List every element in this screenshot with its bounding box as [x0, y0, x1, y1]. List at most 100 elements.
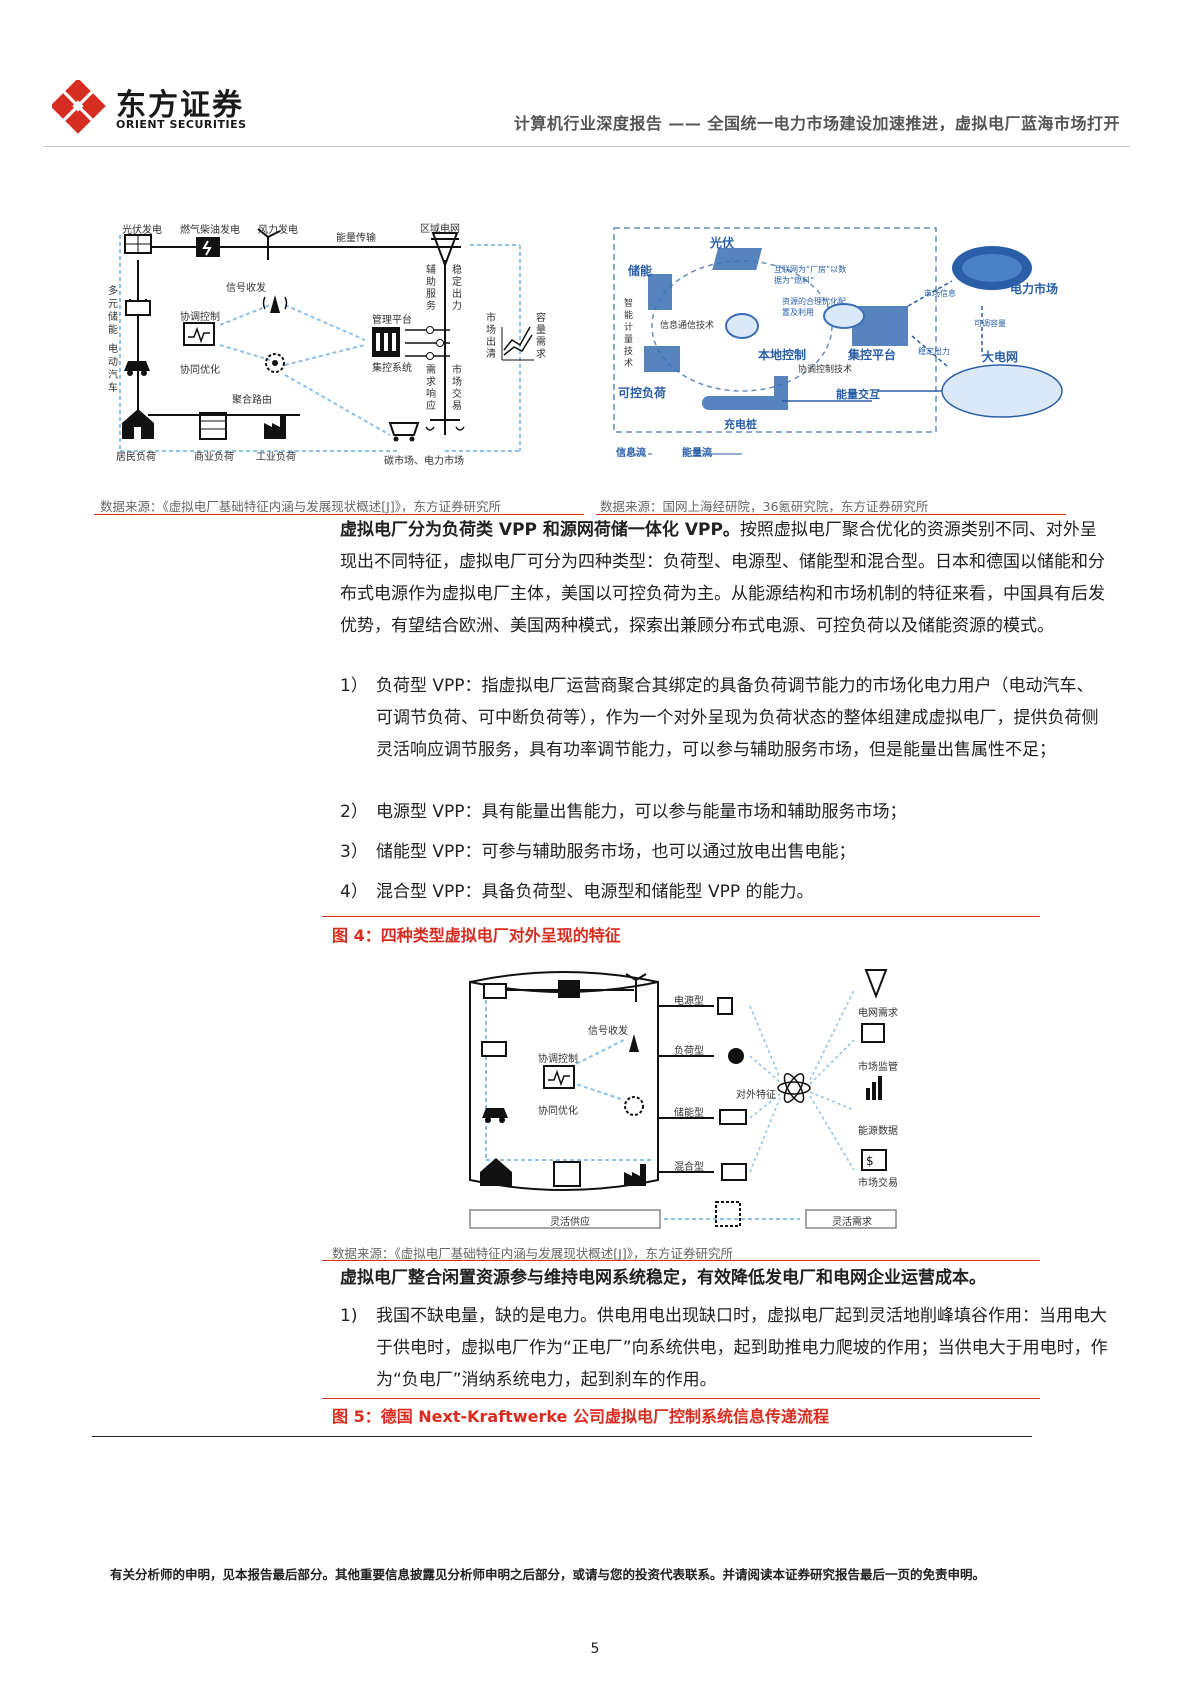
storage-cabinet-icon [648, 274, 672, 310]
house-icon [122, 409, 154, 439]
f4-label-power-type: 电源型 [674, 996, 704, 1007]
label-market-info: 市场信息 [924, 289, 956, 298]
label-aggregate: 聚合路由 [232, 395, 272, 406]
f4-solar-icon [483, 983, 507, 999]
source-divider-right [596, 514, 1066, 515]
f4-label-coord-ctrl: 协调控制 [538, 1054, 578, 1065]
list-item-num: 3） [340, 842, 368, 862]
flow-svg [613, 227, 1063, 455]
label-central: 集控系统 [372, 363, 412, 374]
list-item-text: 电源型 VPP：具有能量出售能力，可以参与能量市场和辅助服务市场； [376, 802, 907, 822]
section1-lead: 虚拟电厂分为负荷类 VPP 和源网荷储一体化 VPP。 [340, 520, 740, 540]
list-item-num: 1) [340, 1306, 358, 1326]
list-item: 3） 储能型 VPP：可参与辅助服务市场，也可以通过放电出售电能； [340, 836, 1110, 868]
label-market-clear: 市场出清 [486, 313, 496, 360]
label-res: 居民负荷 [116, 452, 156, 463]
label-storage: 多元储能 [108, 286, 118, 336]
f4-tower-icon [864, 969, 888, 999]
server-icon [372, 327, 400, 357]
label-solar: 光伏发电 [122, 225, 162, 236]
source-divider-left [94, 514, 584, 515]
label-info-tech: 信息通信技术 [660, 321, 715, 331]
list-item-num: 4） [340, 882, 368, 902]
f4-mixed-icon [721, 1163, 747, 1181]
label-stable: 稳定出力 [452, 265, 462, 312]
report-title: 计算机行业深度报告 —— 全国统一电力市场建设加速推进，虚拟电厂蓝海市场打开 [513, 114, 1120, 133]
generator-icon [196, 237, 220, 257]
building-icon [199, 412, 227, 440]
scale-icon [425, 415, 465, 435]
car-charge-icon [702, 396, 782, 410]
charger-icon [774, 376, 788, 410]
list-item: 4） 混合型 VPP：具备负荷型、电源型和储能型 VPP 的能力。 [340, 876, 1110, 908]
section1-body: 按照虚拟电厂聚合优化的资源类别不同、对外呈现出不同特征，虚拟电厂可分为四种类型：… [340, 520, 1105, 636]
battery-icon [125, 299, 151, 316]
f4-factory-icon [624, 1164, 646, 1186]
header-divider [44, 146, 1130, 147]
figure-right-diagram: 光伏 储能 智能计量技术 互联网为“厂房”以数据为“燃料” 资源的合理优化配置及… [612, 226, 1082, 466]
label-central-r: 集控平台 [848, 348, 897, 362]
f4-label-load-type: 负荷型 [674, 1046, 704, 1057]
gear-icon [265, 353, 285, 373]
label-coord-ctrl: 协调控制 [180, 312, 220, 323]
label-smart: 智能计量技术 [624, 299, 634, 369]
label-gas: 燃气柴油发电 [180, 225, 240, 236]
label-coord-tech: 协调控制技术 [798, 365, 853, 375]
figure5-top-rule [322, 1398, 1040, 1399]
label-coord-opt: 协同优化 [180, 365, 220, 376]
figure4-source: 数据来源：《虚拟电厂基础特征内涵与发展现状概述[J]》，东方证券研究所 [332, 1246, 733, 1261]
label-optimize: 资源的合理优化配置及利用 [782, 297, 846, 317]
page-number: 5 [590, 1641, 600, 1657]
topology-svg [119, 228, 534, 452]
f4-label-signal: 信号收发 [588, 1026, 628, 1037]
f4-trade-icon: $ [861, 1149, 887, 1171]
label-mgmt: 管理平台 [372, 315, 412, 326]
legend-info: 信息流 [616, 448, 646, 459]
solar-panel-icon [124, 234, 152, 254]
f4-power-type-icon [717, 997, 733, 1015]
figure-right-source: 数据来源：国网上海经研院，36氪研究院，东方证券研究所 [600, 499, 929, 514]
car-icon [124, 361, 150, 376]
section2-paragraph: 虚拟电厂整合闲置资源参与维持电网系统稳定，有效降低发电厂和电网企业运营成本。 [340, 1262, 1110, 1294]
label-stable-r: 稳定出力 [918, 347, 950, 356]
section2-lead: 虚拟电厂整合闲置资源参与维持电网系统稳定，有效降低发电厂和电网企业运营成本。 [340, 1268, 986, 1288]
f4-wind-icon [625, 973, 647, 1002]
f4-gear-icon [624, 1096, 644, 1116]
section1-paragraph: 虚拟电厂分为负荷类 VPP 和源网荷储一体化 VPP。按照虚拟电厂聚合优化的资源… [340, 514, 1110, 642]
figure4-top-rule [322, 916, 1040, 917]
f4-storage-icon [719, 1109, 747, 1125]
figure5-title: 图 5：德国 Next-Kraftwerke 公司虚拟电厂控制系统信息传递流程 [332, 1407, 829, 1426]
label-energy-x: 能量交互 [836, 388, 880, 401]
f4-exchange-icon [715, 1201, 741, 1227]
figure4-title: 图 4：四种类型虚拟电厂对外呈现的特征 [332, 926, 621, 945]
antenna-icon [262, 295, 288, 313]
label-demand: 需求响应 [426, 365, 436, 412]
figure-left-diagram: 光伏发电 燃气柴油发电 风力发电 能量传输 区域电网 多元储能 电动汽车 信号收… [100, 215, 570, 470]
list-item-text: 储能型 VPP：可参与辅助服务市场，也可以通过放电出售电能； [376, 842, 856, 862]
list-item-text: 我国不缺电量，缺的是电力。供电用电出现缺口时，虚拟电厂起到灵活地削峰填谷作用：当… [376, 1306, 1108, 1390]
f4-label-market-reg: 市场监管 [858, 1062, 898, 1073]
power-tower-icon [429, 232, 461, 268]
pv-panel-icon [712, 248, 763, 270]
f4-bar-chart-icon [866, 1076, 882, 1100]
f4-bulb-icon [728, 1048, 744, 1064]
list-item-text: 混合型 VPP：具备负荷型、电源型和储能型 VPP 的能力。 [376, 882, 814, 902]
label-energy: 能量传输 [336, 233, 376, 244]
label-aux: 辅助服务 [426, 265, 436, 312]
f4-label-energy-data: 能源数据 [858, 1126, 898, 1137]
f4-label-storage-type: 储能型 [674, 1108, 704, 1119]
label-dispatch: 可调容量 [974, 319, 1006, 328]
label-pv: 光伏 [710, 236, 735, 250]
logo-text-cn: 东方证券 [116, 88, 244, 123]
footer-disclaimer: 有关分析师的申明，见本报告最后部分。其他重要信息披露见分析师申明之后部分，或请与… [110, 1567, 986, 1582]
f4-car-icon [482, 1108, 508, 1123]
big-grid-icon [941, 364, 1063, 418]
list-item-text: 负荷型 VPP：指虚拟电厂运营商聚合其绑定的具备负荷调节能力的市场化电力用户（电… [376, 676, 1099, 760]
f4-atom-icon [777, 1073, 811, 1103]
label-com: 商业负荷 [194, 452, 234, 463]
label-ind: 工业负荷 [256, 452, 296, 463]
list-item-num: 2） [340, 802, 368, 822]
legend-energy: 能量流 [682, 448, 712, 459]
label-big-grid: 大电网 [982, 350, 1019, 364]
list-item: 1) 我国不缺电量，缺的是电力。供电用电出现缺口时，虚拟电厂起到灵活地削峰填谷作… [340, 1300, 1110, 1396]
